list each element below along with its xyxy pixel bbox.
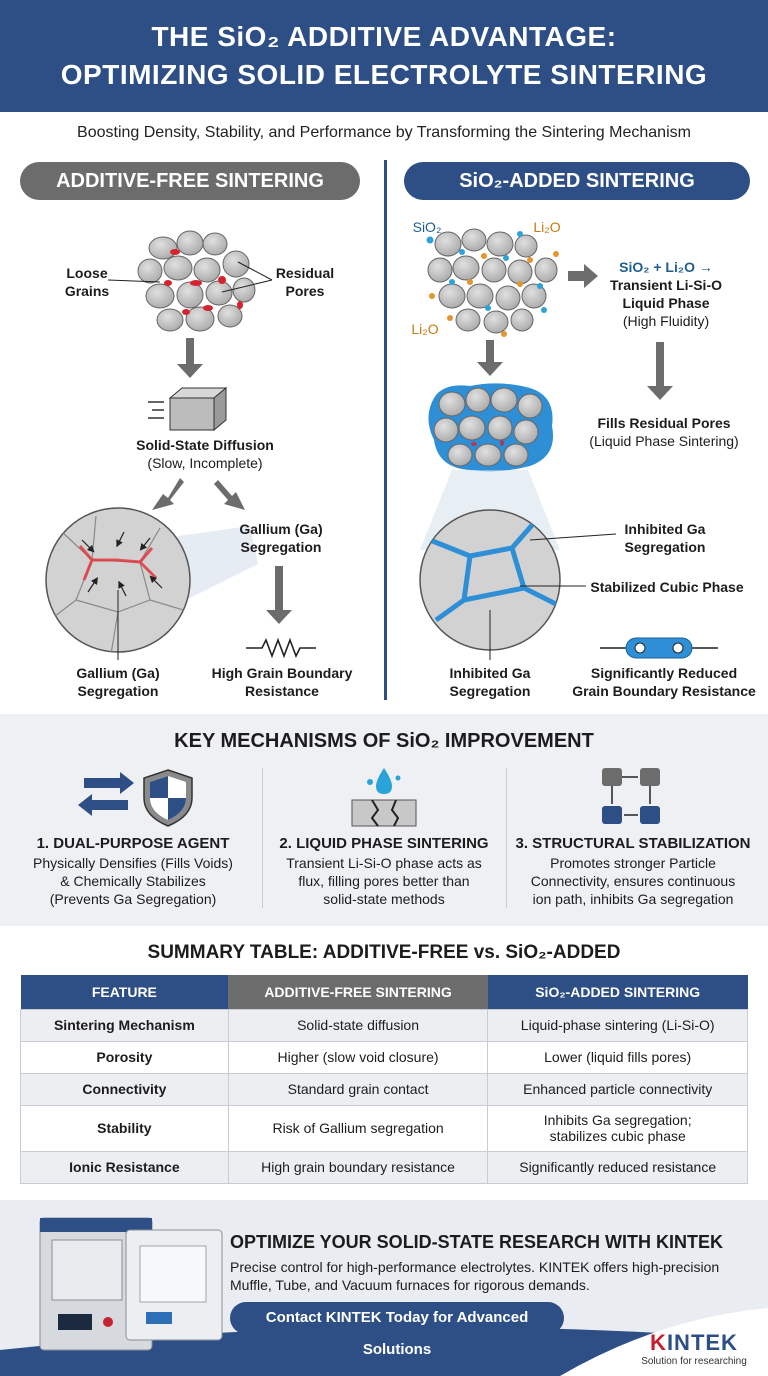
diffusion-block-icon [148,386,228,432]
li2o-tag-top: Li₂O [533,219,561,235]
mechanism-divider [506,768,507,908]
table-cell: Connectivity [20,1072,229,1106]
mechanism-structural: 3. STRUCTURAL STABILIZATION Promotes str… [515,835,751,907]
sintering-diagram [45,228,718,660]
table-header-row: FEATURE ADDITIVE-FREE SINTERING SiO₂-ADD… [20,975,748,1009]
table-cell: Liquid-phase sintering (Li-Si-O) [487,1008,748,1042]
table-cell: Stability [20,1104,229,1152]
mechanism-dual-purpose: 1. DUAL-PURPOSE AGENT Physically Densifi… [33,835,233,907]
resistor-icon [246,637,316,659]
kintek-logo: KINTEK Solution for researching [641,1330,747,1367]
table-cell: Inhibits Ga segregation; stabilizes cubi… [487,1104,748,1152]
shield-icon [143,769,193,827]
summary-table: FEATURE ADDITIVE-FREE SINTERING SiO₂-ADD… [20,975,748,1184]
title-line-2: OPTIMIZING SOLID ELECTROLYTE SINTERING [60,59,708,90]
right-arrow-icon [568,264,598,288]
fills-pores-label: Fills Residual Pores(Liquid Phase Sinter… [589,415,739,449]
flow-nodes-icon [602,768,660,824]
table-row: Sintering Mechanism Solid-state diffusio… [20,1008,748,1042]
sio2-grain-cluster [427,228,558,334]
header-sio2-added: SiO₂-ADDED SINTERING [487,975,748,1009]
mechanism-icons [78,768,660,827]
table-cell: High grain boundary resistance [227,1150,489,1184]
subtitle: Boosting Density, Stability, and Perform… [77,124,691,141]
title-banner: THE SiO₂ ADDITIVE ADVANTAGE: OPTIMIZING … [0,0,768,112]
table-cell: Solid-state diffusion [227,1008,489,1042]
promo-body: Precise control for high-performance ele… [230,1259,720,1293]
li2o-tag-bottom: Li₂O [411,321,439,337]
droplet-crack-icon [351,768,417,827]
summary-table-title: SUMMARY TABLE: ADDITIVE-FREE vs. SiO₂-AD… [147,942,621,963]
contact-button[interactable]: Contact KINTEK Today for Advanced Soluti… [230,1302,564,1358]
table-cell: Standard grain contact [227,1072,489,1106]
table-cell: Risk of Gallium segregation [227,1104,489,1152]
table-cell: Lower (liquid fills pores) [487,1040,748,1074]
ga-segregation-label-right: Gallium (Ga)Segregation [239,521,323,555]
promo-panel [0,1200,768,1376]
table-row: Connectivity Standard grain contact Enha… [20,1072,748,1106]
li2o-particles [429,251,559,337]
mechanisms-title: KEY MECHANISMS OF SiO₂ IMPROVEMENT [174,730,594,752]
table-cell: Sintering Mechanism [20,1008,229,1042]
promo-heading: OPTIMIZE YOUR SOLID-STATE RESEARCH WITH … [230,1232,724,1252]
table-row: Stability Risk of Gallium segregation In… [20,1104,748,1152]
densified-cluster [428,383,554,472]
additive-free-heading: ADDITIVE-FREE SINTERING [20,162,360,200]
column-divider [384,160,387,700]
table-cell: Porosity [20,1040,229,1074]
grain-boundary-zoom-left [45,507,191,660]
reduced-resistance-icon [600,637,718,659]
mechanism-liquid-phase: 2. LIQUID PHASE SINTERING Transient Li-S… [279,835,489,907]
ga-segregation-label-bottom: Gallium (Ga)Segregation [76,665,160,699]
header-additive-free: ADDITIVE-FREE SINTERING [228,975,488,1009]
down-arrow-icon [266,566,292,624]
sio2-tag: SiO₂ [412,219,442,235]
down-arrow-icon [177,338,203,378]
loose-grain-cluster [137,230,256,332]
table-cell: Significantly reduced resistance [487,1150,748,1184]
title-line-1: THE SiO₂ ADDITIVE ADVANTAGE: [151,21,617,52]
header-feature: FEATURE [20,975,229,1009]
sio2-particles [426,231,547,313]
mechanism-divider [262,768,263,908]
residual-pores [164,249,243,315]
down-arrow-icon [647,342,673,400]
furnace-icon [39,1217,223,1351]
table-cell: Ionic Resistance [20,1150,229,1184]
grain-boundary-zoom-right [419,509,561,660]
solid-state-diffusion-label: Solid-State Diffusion(Slow, Incomplete) [136,437,274,471]
stabilized-cubic-label: Stabilized Cubic Phase [590,579,744,595]
table-row: Porosity Higher (slow void closure) Lowe… [20,1040,748,1074]
arrows-exchange-icon [78,772,134,816]
table-cell: Higher (slow void closure) [227,1040,489,1074]
branch-arrows [152,478,245,510]
promo-graphics [0,1217,768,1376]
down-arrow-icon [477,340,503,376]
table-row: Ionic Resistance High grain boundary res… [20,1150,748,1184]
sio2-added-heading: SiO₂-ADDED SINTERING [404,162,750,200]
table-cell: Enhanced particle connectivity [487,1072,748,1106]
